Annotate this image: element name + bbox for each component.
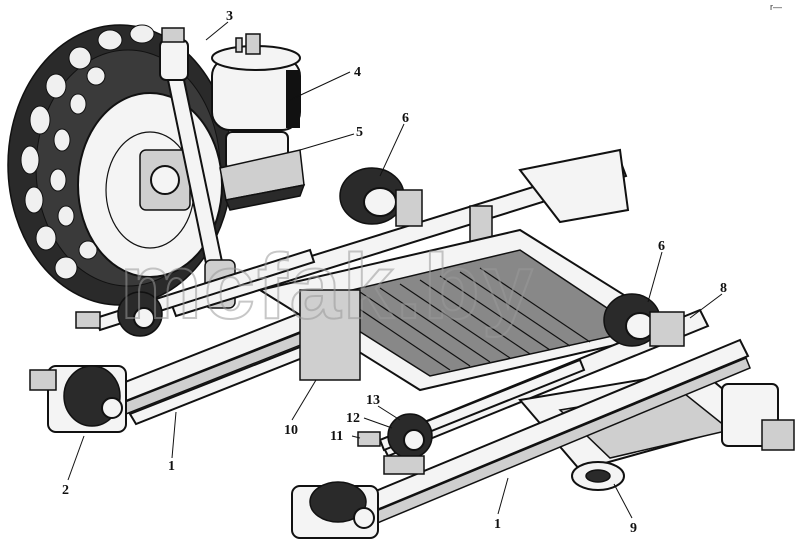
callout-4: 4 [354, 65, 361, 80]
callout-2: 2 [62, 483, 69, 498]
callout-8: 8 [720, 281, 727, 296]
callout-5: 5 [356, 125, 363, 140]
center-crossmember [257, 228, 683, 392]
callout-13: 13 [366, 393, 380, 408]
callout-12: 12 [346, 411, 360, 426]
callout-labels: 3 4 5 6 6 8 2 1 10 13 12 11 1 9 [62, 9, 727, 536]
adjusting-link [357, 358, 586, 475]
callout-10: 10 [284, 423, 298, 438]
callout-9: 9 [630, 521, 637, 536]
shock-absorber [159, 27, 236, 309]
air-spring [211, 33, 301, 171]
bushing-upper [339, 167, 423, 227]
callout-11: 11 [330, 429, 343, 444]
leader-lines [67, 21, 723, 519]
stabilizer-bar [168, 148, 630, 318]
corner-mark: r— [770, 2, 782, 12]
lower-link-left [75, 248, 316, 337]
callout-1-right: 1 [494, 517, 501, 532]
callout-6-lower: 6 [658, 239, 665, 254]
leaf-spring-right [291, 338, 751, 539]
watermark-logo: mcfak.by [120, 236, 535, 338]
callout-1-left: 1 [168, 459, 175, 474]
callout-6-upper: 6 [402, 111, 409, 126]
callout-3: 3 [226, 9, 233, 24]
spring-seat [219, 149, 306, 211]
